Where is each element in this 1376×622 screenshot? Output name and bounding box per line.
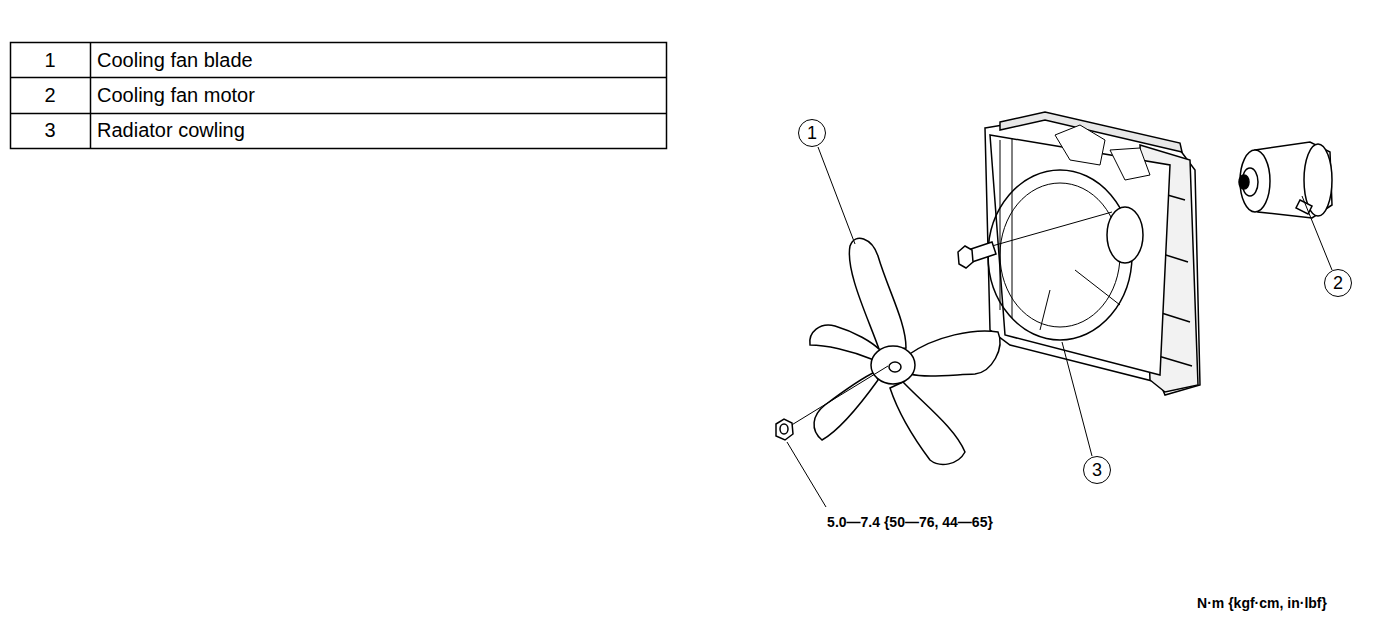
callout-number: 2 [1333, 274, 1343, 292]
table-name-cell: Cooling fan blade [97, 49, 253, 72]
unit-note: N·m {kgf·cm, in·lbf} [1197, 595, 1327, 611]
table-number-cell: 2 [10, 84, 90, 107]
table-name-cell: Cooling fan motor [97, 84, 255, 107]
table-number-cell: 3 [10, 119, 90, 142]
nut [776, 366, 888, 440]
callout-circle: 3 [1083, 456, 1111, 484]
callout-number: 3 [1092, 461, 1102, 479]
table-number-cell: 1 [10, 49, 90, 72]
bolt [958, 212, 1112, 268]
leader-line [787, 147, 1332, 507]
cooling-fan-motor [1239, 142, 1332, 218]
callout-circle: 2 [1324, 269, 1352, 297]
cooling-fan-blade [810, 238, 1000, 464]
torque-spec: 5.0—7.4 {50—76, 44—65} [827, 514, 993, 530]
radiator-cowling [985, 112, 1200, 395]
parts-table-grid [10, 42, 667, 149]
callout-circle: 1 [798, 119, 826, 147]
callout-number: 1 [807, 124, 817, 142]
table-name-cell: Radiator cowling [97, 119, 245, 142]
